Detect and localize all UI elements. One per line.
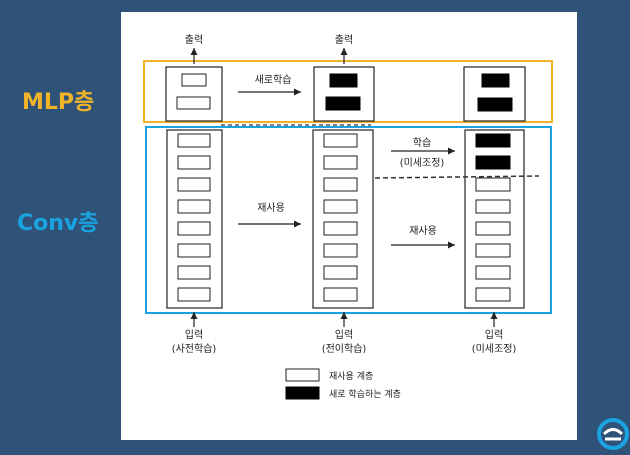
finetune-label: 학습 — [413, 137, 431, 149]
reused-layer — [323, 133, 358, 148]
brand-logo-icon — [597, 418, 629, 450]
reused-layer — [475, 243, 511, 258]
input-label: 입력 — [485, 328, 503, 341]
mlp-layer-label: MLP층 — [22, 90, 95, 115]
reused-layer — [177, 133, 211, 148]
reuse-label: 재사용 — [409, 225, 437, 237]
reused-layer — [323, 199, 358, 214]
new-layer — [477, 97, 513, 112]
reused-layer — [177, 155, 211, 170]
reused-layer — [177, 221, 211, 236]
reuse-label: 재사용 — [257, 202, 285, 214]
reused-layer — [323, 155, 358, 170]
output-label: 출력 — [335, 34, 353, 46]
legend-label: 재사용 계층 — [329, 370, 373, 382]
reused-layer — [177, 265, 211, 280]
new-layer — [481, 73, 510, 88]
finetune-sublabel: (미세조정) — [400, 157, 445, 169]
reused-layer — [475, 221, 511, 236]
reused-layer — [177, 199, 211, 214]
conv-region-frame — [145, 126, 552, 314]
reused-layer — [475, 199, 511, 214]
diagram-panel: 출력 출력 새로학습 재사용 학습 (미세조정) 재사용 입력 (사전학습) 입… — [121, 12, 577, 440]
reused-layer — [177, 177, 211, 192]
reused-layer — [323, 177, 358, 192]
mlp-block-frame — [313, 66, 375, 122]
legend-label: 새로 학습하는 계층 — [329, 388, 401, 400]
reused-layer — [475, 177, 511, 192]
transfer-learning-diagram: 출력 출력 새로학습 재사용 학습 (미세조정) 재사용 입력 (사전학습) 입… — [143, 34, 553, 400]
new-layer — [475, 155, 511, 170]
input-sublabel: (전이학습) — [322, 343, 367, 355]
new-layer — [475, 133, 511, 148]
conv-layer-label: Conv층 — [17, 211, 99, 236]
reused-layer — [323, 243, 358, 258]
reused-layer — [323, 221, 358, 236]
output-label: 출력 — [185, 34, 203, 46]
legend: 재사용 계층 새로 학습하는 계층 — [285, 368, 401, 400]
reused-layer — [323, 265, 358, 280]
new-layer — [325, 96, 361, 111]
legend-swatch-new — [285, 386, 320, 400]
input-sublabel: (미세조정) — [472, 343, 517, 355]
new-training-label: 새로학습 — [255, 74, 292, 86]
reused-layer — [475, 265, 511, 280]
conv-layer-group — [177, 133, 511, 302]
reused-layer — [177, 243, 211, 258]
finetune-divider — [374, 175, 540, 179]
reused-layer — [181, 73, 207, 87]
new-layer — [329, 73, 358, 88]
input-sublabel: (사전학습) — [172, 343, 217, 355]
reused-layer — [176, 96, 211, 110]
reused-layer — [323, 287, 358, 302]
mlp-region-frame — [143, 60, 553, 123]
legend-swatch-reused — [285, 368, 320, 382]
reused-layer — [475, 287, 511, 302]
input-label: 입력 — [185, 328, 203, 341]
input-label: 입력 — [335, 328, 353, 341]
reused-layer — [177, 287, 211, 302]
